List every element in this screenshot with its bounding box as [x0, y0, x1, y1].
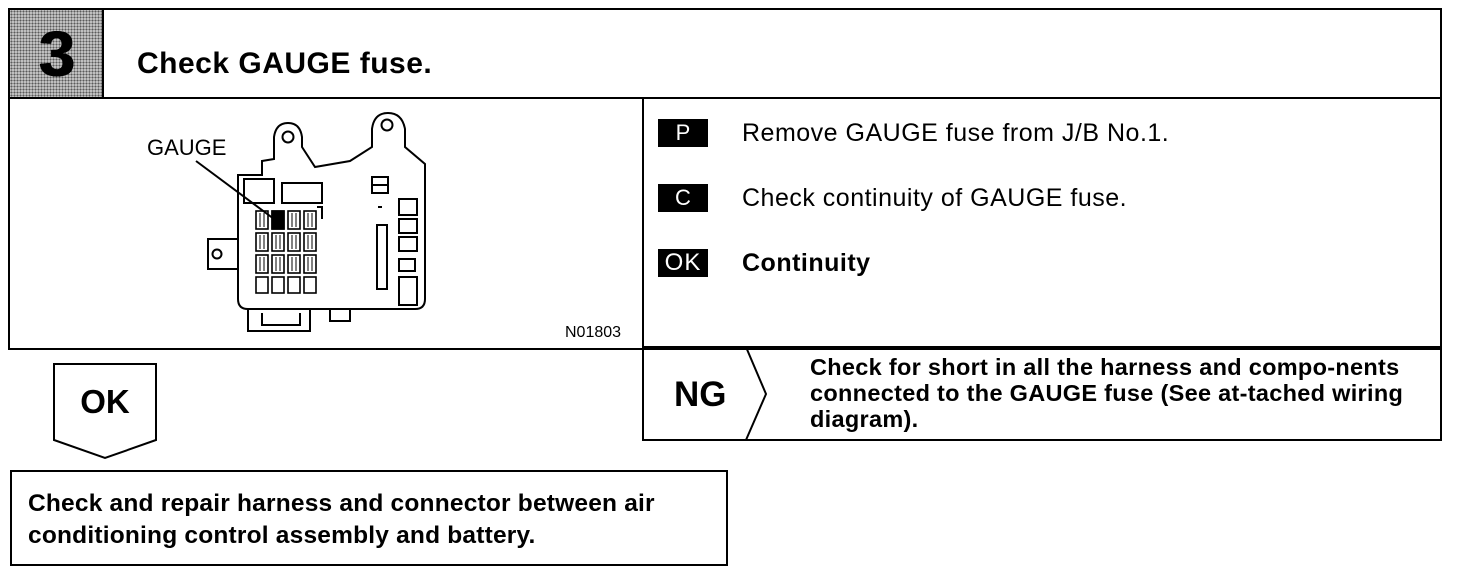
ng-instruction: Check for short in all the harness and c…: [810, 354, 1404, 432]
ng-branch-box: [642, 346, 1442, 441]
ok-arrow-icon: [53, 363, 157, 460]
step-number-badge: [10, 10, 104, 98]
procedure-tag-p: P: [658, 119, 708, 147]
diagram-code: N01803: [565, 324, 622, 341]
step-number: 3: [39, 18, 75, 90]
procedure-tag-ok: OK: [658, 249, 708, 277]
procedure-result: Continuity: [742, 249, 871, 277]
ok-action-box: [10, 470, 728, 566]
header-divider: [10, 97, 1440, 99]
procedure-tag-c: C: [658, 184, 708, 212]
junction-block-diagram: GAUGE: [147, 111, 426, 332]
ok-action-text: Check and repair harness and connector b…: [28, 490, 655, 549]
ng-chevron-icon: [745, 346, 768, 441]
column-divider: [642, 99, 644, 348]
step-title: Check GAUGE fuse.: [137, 47, 433, 80]
procedure-step-remove: Remove GAUGE fuse from J/B No.1.: [742, 119, 1170, 147]
procedure-step-check: Check continuity of GAUGE fuse.: [742, 184, 1128, 212]
ok-label: OK: [80, 383, 130, 420]
step-frame: [8, 8, 1442, 350]
ng-label: NG: [674, 375, 727, 414]
gauge-fuse-label: GAUGE: [147, 135, 226, 160]
